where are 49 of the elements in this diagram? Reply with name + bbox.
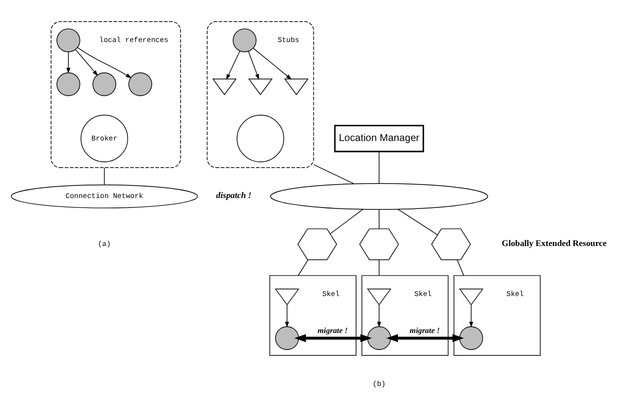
arrow [386,334,464,342]
connector [456,259,464,276]
edge-label: migrate ! [318,326,348,335]
arrow [248,50,260,80]
arrow [294,334,372,342]
node-hexagon [359,228,399,260]
node-circle [275,326,299,350]
node-circle [128,72,152,96]
connector [397,208,438,236]
arrow [285,304,290,328]
connector [378,209,380,230]
node-box: Location Manager [334,124,424,152]
connector [330,208,364,234]
arrow [77,47,132,78]
arrow [226,50,240,80]
cluster [362,275,449,356]
cluster [269,275,356,356]
connector [378,259,380,276]
node-triangle [366,288,392,306]
label: Globally Extended Resource [502,238,607,248]
node-triangle [284,78,309,96]
node-triangle [248,78,273,96]
edge-label: migrate ! [410,326,440,335]
cluster [206,21,314,168]
node-circle [236,114,284,162]
node-triangle [458,288,484,306]
label: dispatch ! [216,190,252,200]
node-ellipse [270,183,488,210]
connector [313,164,354,184]
node-hexagon [297,228,338,260]
arrow [377,304,382,328]
node-circle [56,28,80,52]
node-circle [459,326,484,350]
node-circle [92,72,116,96]
node-circle [56,72,80,96]
arrow [469,304,474,328]
cluster [50,21,181,168]
arrow [252,48,292,80]
node-hexagon [431,228,471,260]
node-circle [232,28,256,52]
node-triangle [212,78,237,96]
arrow [75,49,98,76]
arrow [66,52,70,74]
connector [298,259,308,276]
node-triangle [274,288,300,306]
connector [378,151,380,184]
node-circle [367,326,391,350]
connector [104,167,105,186]
cluster [454,275,541,356]
